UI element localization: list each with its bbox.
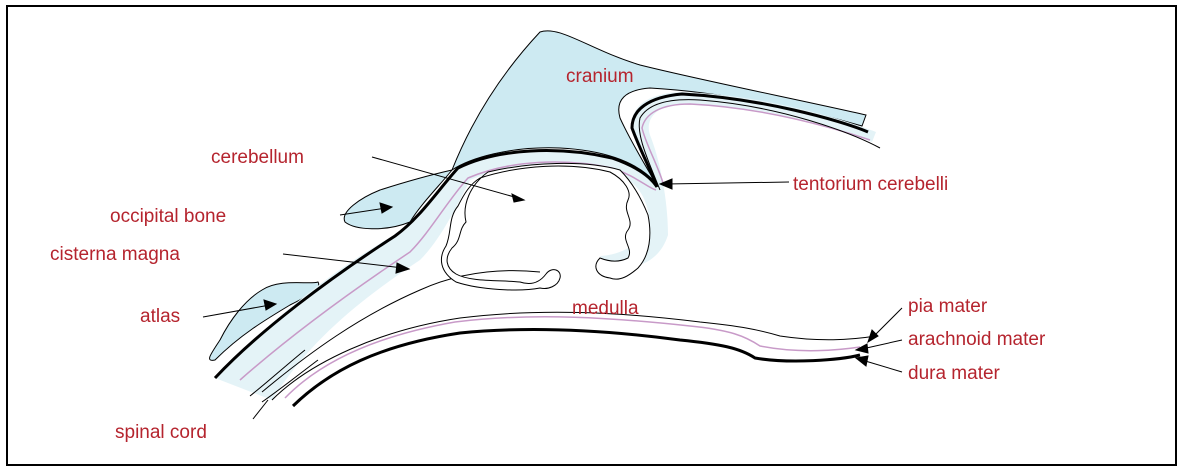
label-spinal-cord: spinal cord bbox=[115, 422, 207, 443]
label-atlas: atlas bbox=[140, 306, 180, 327]
label-dura-mater: dura mater bbox=[908, 363, 1001, 384]
cerebellum-shape bbox=[441, 163, 649, 290]
label-arachnoid-mater: arachnoid mater bbox=[908, 329, 1046, 350]
label-pia-mater: pia mater bbox=[908, 296, 988, 317]
label-cisterna-magna: cisterna magna bbox=[50, 244, 180, 265]
label-cerebellum: cerebellum bbox=[211, 147, 304, 168]
arachnoid-lower-line bbox=[272, 312, 876, 400]
label-medulla: medulla bbox=[572, 298, 639, 319]
label-cranium: cranium bbox=[566, 66, 634, 87]
label-occipital-bone: occipital bone bbox=[110, 206, 226, 227]
label-tentorium-cerebelli: tentorium cerebelli bbox=[793, 174, 948, 195]
